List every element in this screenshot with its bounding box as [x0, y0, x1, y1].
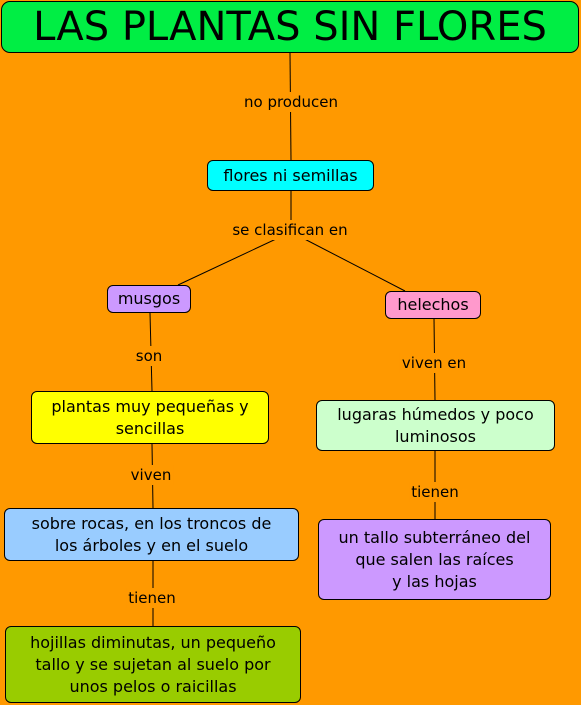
link-label-viven: viven — [128, 465, 174, 485]
node-hojillas[interactable]: hojillas diminutas, un pequeño tallo y s… — [5, 626, 301, 703]
link-label-son: son — [133, 346, 165, 366]
node-musgos[interactable]: musgos — [107, 285, 191, 313]
node-plantas-pequenas[interactable]: plantas muy pequeñas y sencillas — [31, 391, 269, 444]
line-split-helechos — [290, 231, 406, 292]
link-label-tienen-left: tienen — [126, 588, 178, 608]
node-lugares-humedos[interactable]: lugaras húmedos y poco luminosos — [316, 400, 555, 451]
node-tallo-subterraneo[interactable]: un tallo subterráneo del que salen las r… — [318, 519, 551, 600]
link-label-tienen-right: tienen — [409, 482, 461, 502]
diagram-title: LAS PLANTAS SIN FLORES — [1, 1, 579, 53]
node-flores-ni-semillas[interactable]: flores ni semillas — [207, 160, 374, 191]
link-label-se-clasifican-en: se clasifican en — [230, 220, 350, 240]
node-helechos[interactable]: helechos — [385, 291, 481, 319]
link-label-viven-en: viven en — [399, 353, 469, 373]
node-sobre-rocas[interactable]: sobre rocas, en los troncos de los árbol… — [4, 508, 299, 561]
line-split-musgos — [177, 231, 292, 286]
link-label-no-producen: no producen — [242, 92, 340, 112]
